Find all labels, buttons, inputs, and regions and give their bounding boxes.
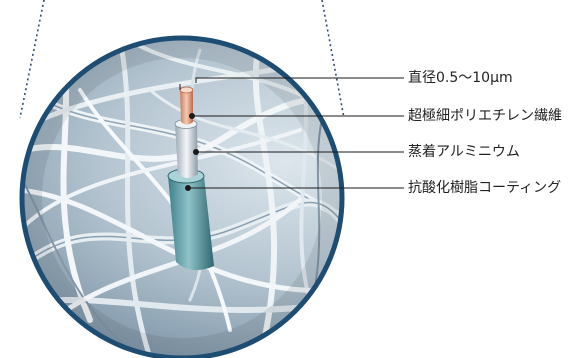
core-end: [179, 86, 194, 94]
polyethylene-core: [180, 90, 193, 125]
leader-diameter: [195, 77, 404, 83]
label-vapor-deposited-aluminium: 蒸着アルミニウム: [408, 144, 520, 160]
fiber-cross-section: [167, 86, 214, 271]
label-polyethylene-fiber: 超極細ポリエチレン繊維: [408, 108, 562, 124]
aluminium-layer: [175, 124, 198, 178]
leader-lines: [179, 77, 404, 189]
magnify-guide-right: [321, 0, 345, 119]
label-antioxidant-resin-coating: 抗酸化樹脂コーティング: [408, 180, 562, 196]
magnification-circle: [19, 35, 345, 358]
coating-layer: [168, 176, 214, 271]
leader-dot-coating: [185, 185, 191, 191]
leader-dots: [185, 113, 199, 191]
magnify-guide-left: [19, 0, 45, 119]
leader-dot-aluminium: [193, 149, 199, 155]
leader-dot-fiber: [189, 113, 195, 119]
label-diameter: 直径0.5～10μm: [408, 70, 513, 86]
